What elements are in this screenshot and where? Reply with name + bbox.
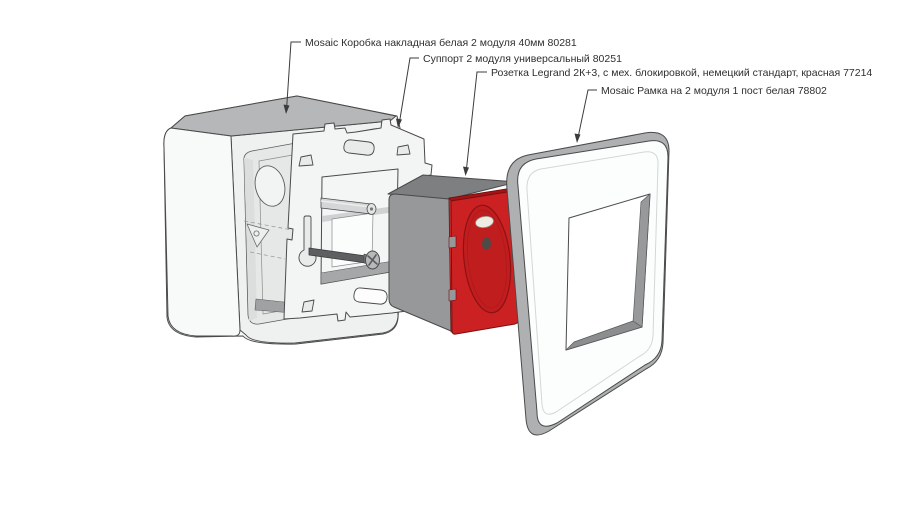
leader-line-support: [398, 57, 419, 126]
bottom-slot: [353, 287, 388, 305]
socket-illustration: [387, 174, 520, 335]
leader-arrow-box: [283, 104, 290, 114]
leader-line-frame: [577, 89, 597, 141]
socket-recess: [462, 204, 512, 314]
part-label-mounting-box: Mosaic Коробка накладная белая 2 модуля …: [305, 37, 577, 49]
leader-lines: [283, 41, 597, 176]
part-label-cover-frame: Mosaic Рамка на 2 модуля 1 пост белая 78…: [601, 85, 827, 97]
leader-line-socket: [465, 71, 487, 174]
leader-arrow-socket: [463, 166, 469, 176]
top-slot: [343, 139, 375, 156]
leader-line-box: [286, 41, 301, 111]
part-label-support-frame: Суппорт 2 модуля универсальный 80251: [423, 53, 622, 65]
cover-frame-illustration: [506, 131, 670, 436]
part-label-socket: Розетка Legrand 2К+3, с мех. блокировкой…: [491, 67, 873, 79]
leader-arrow-support: [396, 118, 402, 128]
ground-pin: [475, 215, 494, 229]
contact-hole: [482, 237, 491, 250]
knockout-circle: [254, 165, 286, 207]
screw-illustration: [308, 247, 380, 270]
leader-arrow-frame: [574, 133, 581, 143]
